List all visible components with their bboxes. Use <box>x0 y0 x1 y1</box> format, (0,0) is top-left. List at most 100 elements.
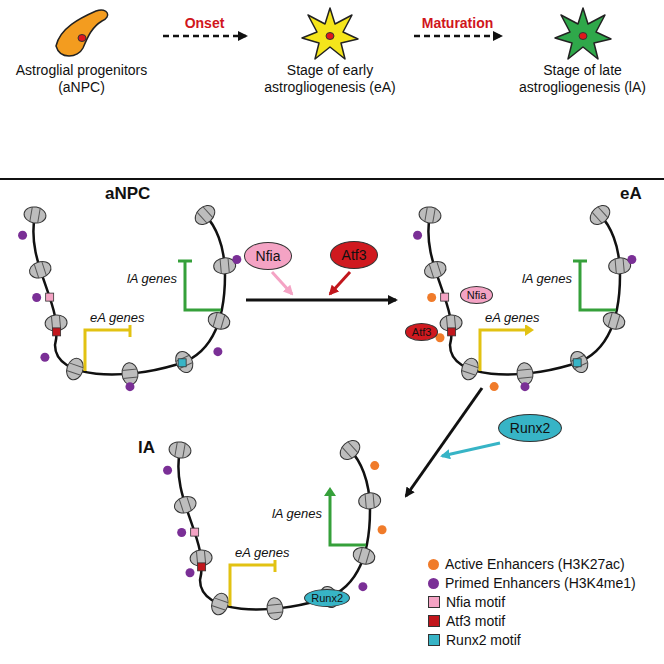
legend-text: Runx2 motif <box>446 632 521 648</box>
nucleosome-body <box>121 362 139 386</box>
cell-body <box>555 8 611 59</box>
nucleosome-body <box>64 356 86 382</box>
nucleosome-wrap <box>615 259 616 274</box>
enhancer-mark <box>358 582 367 591</box>
legend-entry: Primed Enhancers (H3K4me1) <box>428 575 636 591</box>
nucleosome-wrap <box>358 548 362 562</box>
nucleosome-wrap <box>122 369 137 371</box>
nucleosome-body <box>206 310 232 332</box>
cell-body <box>56 10 108 56</box>
nucleosome-wrap <box>608 313 612 327</box>
factor-arrow <box>330 272 350 294</box>
nucleosome-wrap <box>616 315 620 329</box>
enhancer-mark <box>627 255 636 264</box>
chromatin-panels <box>18 202 636 621</box>
nucleosome <box>586 202 613 229</box>
gene-block-bar <box>129 323 132 337</box>
nucleosome-wrap <box>437 261 442 275</box>
nucleosome <box>121 362 139 386</box>
gene-label: eA genes <box>89 310 145 325</box>
legend-swatch <box>428 596 440 608</box>
nucleosome-wrap <box>123 377 138 379</box>
nucleosome <box>422 259 448 281</box>
nucleosome <box>266 597 284 621</box>
tf-motif <box>441 293 449 301</box>
stage-label: Astroglial progenitors (aNPC) <box>4 62 159 96</box>
nucleosome-body <box>459 356 481 382</box>
chromatin-fiber <box>163 437 387 621</box>
nucleosome-body <box>191 202 218 229</box>
legend-text: Primed Enhancers (H3K4me1) <box>445 575 636 591</box>
nucleosome <box>23 205 47 225</box>
nucleosome-wrap <box>268 612 283 614</box>
panel-title: eA <box>620 184 642 204</box>
cell-icon <box>300 6 360 62</box>
legend-entry: Runx2 motif <box>428 632 521 648</box>
nucleosome-body <box>418 205 442 225</box>
nucleosome-wrap <box>187 496 192 510</box>
gene-promoter-arrow <box>480 330 525 371</box>
factor-name: Nfia <box>467 289 487 301</box>
tf-motif <box>448 328 456 336</box>
nucleosome-wrap <box>517 369 532 371</box>
nucleosome-body <box>336 437 363 464</box>
panel-title: lA <box>138 438 155 458</box>
nucleosome-body <box>266 597 284 621</box>
nucleus <box>78 35 86 42</box>
nucleus <box>326 33 334 40</box>
factor-arrow <box>272 272 292 294</box>
nucleosome-wrap <box>365 494 366 509</box>
legend-entry: Nfia motif <box>428 594 505 610</box>
factor-name: Runx2 <box>510 420 550 436</box>
gene-active-head <box>324 487 336 496</box>
cell-stage: Stage of early astrogliogenesis (eA) <box>250 6 410 96</box>
nucleus <box>579 33 587 40</box>
tf-motif <box>46 293 54 301</box>
transcription-factor: Atf3 <box>330 241 379 269</box>
nucleosome-wrap <box>30 207 33 222</box>
nucleosome-wrap <box>425 207 428 222</box>
gene-promoter-arrow <box>580 261 616 310</box>
tf-motif <box>573 359 581 367</box>
dna-strand <box>428 215 620 375</box>
nucleosome-wrap <box>366 550 370 564</box>
nucleosome-wrap <box>592 212 602 223</box>
enhancer-mark <box>490 382 499 391</box>
cell-body <box>302 8 358 59</box>
stage-label: Stage of late astrogliogenesis (lA) <box>505 62 660 96</box>
chromatin-fiber <box>18 202 241 391</box>
edge-label: Maturation <box>420 15 496 31</box>
nucleosome-body <box>351 545 377 567</box>
nucleosome <box>567 349 591 376</box>
transcription-factor: Nfia <box>460 286 494 304</box>
nucleosome-wrap <box>67 370 81 375</box>
nucleosome-body <box>422 259 448 281</box>
nucleosome <box>459 356 481 382</box>
nucleosome-body <box>586 202 613 229</box>
nucleosome-wrap <box>34 264 39 278</box>
gene-promoter-arrow <box>85 330 130 371</box>
gene-active-head <box>525 324 534 336</box>
nucleosome-wrap <box>433 208 436 223</box>
enhancer-mark <box>378 525 387 534</box>
gene-promoter-arrow <box>330 496 366 545</box>
cell-icon <box>52 6 112 62</box>
factor-name: Nfia <box>256 248 281 264</box>
nucleosome-wrap <box>203 207 213 218</box>
factor-name: Atf3 <box>412 326 432 338</box>
nucleosome-wrap <box>212 605 226 610</box>
cell-stage: Astroglial progenitors (aNPC) <box>4 6 159 96</box>
nucleosome-wrap <box>42 261 47 275</box>
stage-transition-arrow <box>163 35 246 38</box>
dna-strand <box>178 450 370 610</box>
nucleosome <box>168 440 192 460</box>
factor-arrow <box>442 443 500 456</box>
nucleosome <box>191 202 218 229</box>
gene-promoter-arrow <box>185 261 221 310</box>
nucleosome-body <box>358 492 381 510</box>
gene-block-bar <box>274 558 277 572</box>
enhancer-mark <box>18 231 27 240</box>
transcription-factor: Runx2 <box>498 414 562 442</box>
legend-swatch <box>428 634 440 646</box>
nucleosome-wrap <box>348 442 358 453</box>
